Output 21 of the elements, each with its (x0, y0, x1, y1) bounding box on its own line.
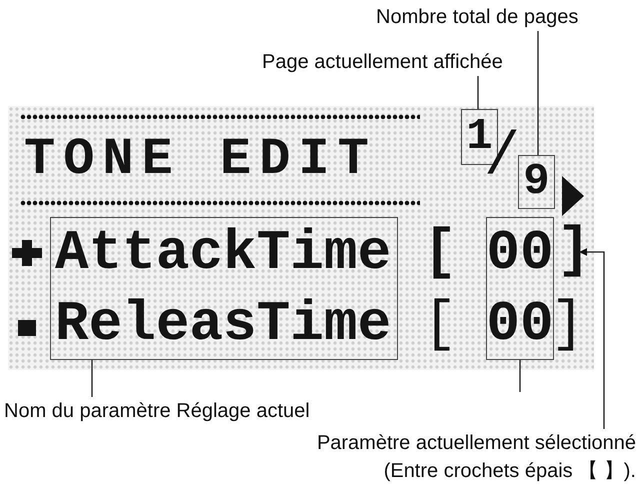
arrow (579, 248, 605, 429)
leader-line (537, 31, 539, 155)
highlight-frame (518, 155, 555, 209)
callout-text: Page actuellement affichée (262, 50, 504, 75)
lcd-text: 00 (486, 225, 554, 282)
leader-line (91, 360, 93, 397)
lcd-text: [ (423, 296, 457, 352)
lcd-text: TONE EDIT (24, 134, 377, 186)
lcd-text: AttackTime (55, 225, 392, 282)
highlight-frame (486, 217, 554, 360)
callout-text: Paramètre actuellement sélectionné (Entre crochets épais 【 】). (316, 431, 636, 484)
callout-text: Nombre total de pages (376, 5, 580, 30)
lcd-text: ] (557, 222, 578, 278)
lcd-text: [ (423, 224, 457, 280)
lcd-display (8, 106, 594, 370)
lcd-text: ReleasTime (55, 296, 392, 352)
lcd-text: 9 (523, 160, 550, 204)
highlight-frame (50, 217, 398, 360)
leader-line (519, 360, 521, 392)
leader-line (477, 76, 479, 109)
callout-text: Nom du paramètre Réglage actuel (4, 399, 311, 424)
